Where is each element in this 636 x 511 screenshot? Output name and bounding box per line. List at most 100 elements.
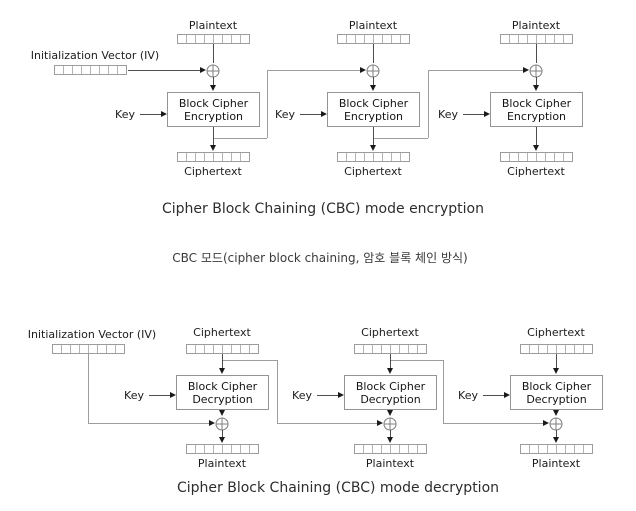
plaintext-block	[500, 34, 573, 44]
chain-line	[267, 70, 268, 138]
block-cell	[338, 35, 347, 43]
plaintext-block	[186, 444, 259, 454]
block-cell	[528, 153, 537, 161]
plaintext-label: Plaintext	[188, 19, 238, 32]
block-cell	[564, 153, 572, 161]
arrow-line	[213, 77, 214, 85]
block-cell	[73, 66, 82, 74]
arrow-line	[222, 354, 223, 368]
block-cell	[400, 445, 409, 453]
ciphertext-block	[177, 152, 250, 162]
block-cell	[383, 35, 392, 43]
block-cell	[64, 66, 73, 74]
key-label: Key	[124, 389, 144, 402]
block-cell	[584, 345, 592, 353]
block-cell	[548, 345, 557, 353]
key-arrowhead-icon	[484, 111, 490, 117]
chain-line	[443, 423, 543, 424]
box-title-line2: Decryption	[360, 392, 421, 406]
key-arrowhead-icon	[170, 392, 176, 398]
plaintext-block	[520, 444, 593, 454]
arrow-line	[390, 430, 391, 437]
block-cell	[196, 35, 205, 43]
block-cell	[116, 345, 124, 353]
block-cell	[53, 345, 62, 353]
arrow-line	[536, 77, 537, 85]
block-cell	[338, 153, 347, 161]
ciphertext-label: Ciphertext	[184, 165, 242, 178]
block-cell	[418, 445, 426, 453]
block-cell	[196, 153, 205, 161]
arrowhead-icon	[387, 410, 393, 416]
block-cell	[250, 345, 258, 353]
block-cell	[510, 153, 519, 161]
xor-icon	[549, 416, 563, 431]
block-cipher-encryption-box: Block Cipher Encryption	[327, 92, 420, 127]
block-cell	[539, 345, 548, 353]
key-arrow-line	[483, 395, 504, 396]
block-cell	[187, 345, 196, 353]
block-cell	[232, 153, 241, 161]
arrowhead-icon	[387, 437, 393, 443]
block-cell	[205, 153, 214, 161]
block-cell	[566, 445, 575, 453]
block-cell	[205, 35, 214, 43]
ciphertext-block	[337, 152, 410, 162]
box-title-line2: Encryption	[183, 109, 244, 123]
block-cell	[196, 345, 205, 353]
plaintext-label: Plaintext	[531, 457, 581, 470]
xor-icon	[215, 416, 229, 431]
block-cell	[241, 35, 249, 43]
caption-encryption: Cipher Block Chaining (CBC) mode encrypt…	[161, 201, 484, 217]
block-cell	[355, 445, 364, 453]
iv-arrowhead-icon	[200, 67, 206, 73]
block-cell	[400, 345, 409, 353]
chain-line	[390, 360, 443, 361]
block-cell	[178, 35, 187, 43]
block-cell	[82, 66, 91, 74]
arrowhead-icon	[533, 85, 539, 91]
key-arrow-line	[149, 395, 170, 396]
block-cell	[232, 445, 241, 453]
block-cell	[530, 445, 539, 453]
block-cell	[382, 345, 391, 353]
box-title-line1: Block Cipher	[501, 96, 572, 110]
subtitle-korean: CBC 모드(cipher block chaining, 암호 블록 체인 방…	[172, 251, 468, 265]
ciphertext-label: Ciphertext	[361, 326, 419, 339]
box-title-line2: Decryption	[192, 392, 253, 406]
box-title-line2: Encryption	[506, 109, 567, 123]
arrowhead-icon	[219, 368, 225, 374]
arrowhead-icon	[219, 437, 225, 443]
block-cell	[555, 35, 564, 43]
plaintext-label: Plaintext	[365, 457, 415, 470]
block-cell	[519, 153, 528, 161]
block-cell	[118, 66, 126, 74]
iv-label: Initialization Vector (IV)	[27, 328, 157, 341]
plaintext-block	[354, 444, 427, 454]
block-cipher-decryption-box: Block Cipher Decryption	[176, 375, 269, 410]
arrowhead-icon	[370, 145, 376, 151]
arrow-line	[373, 127, 374, 145]
key-arrow-line	[463, 114, 484, 115]
block-cell	[521, 445, 530, 453]
block-cell	[374, 35, 383, 43]
block-cell	[232, 345, 241, 353]
chain-line	[428, 70, 523, 71]
arrow-line	[373, 77, 374, 85]
block-cell	[401, 35, 409, 43]
iv-arrow-line	[128, 70, 200, 71]
block-cell	[365, 153, 374, 161]
ciphertext-block	[520, 344, 593, 354]
chain-line	[277, 423, 377, 424]
block-cell	[205, 445, 214, 453]
ciphertext-label: Ciphertext	[527, 326, 585, 339]
box-title-line1: Block Cipher	[521, 379, 592, 393]
arrow-line	[390, 354, 391, 368]
block-cell	[537, 153, 546, 161]
iv-block	[52, 344, 125, 354]
plaintext-block	[177, 34, 250, 44]
key-arrowhead-icon	[338, 392, 344, 398]
block-cell	[548, 445, 557, 453]
box-title-line1: Block Cipher	[338, 96, 409, 110]
